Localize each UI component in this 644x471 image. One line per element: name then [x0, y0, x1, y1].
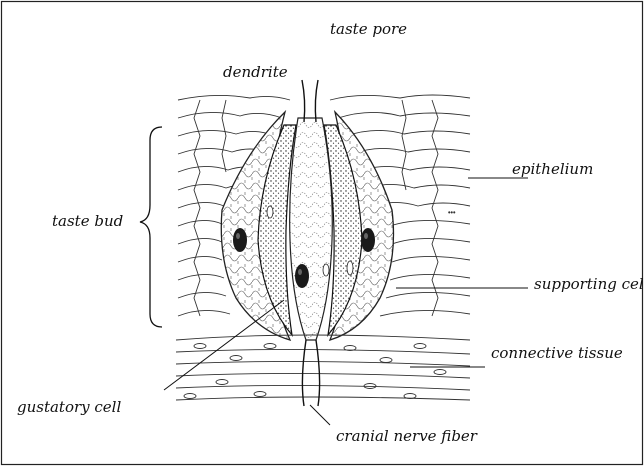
label-dendrite: dendrite — [223, 65, 288, 80]
nucleus-center — [295, 264, 309, 288]
nucleus-left — [233, 228, 247, 252]
label-taste-bud: taste bud — [52, 214, 123, 229]
label-epithelium: epithelium — [512, 162, 593, 177]
taste-bud-brace — [140, 127, 162, 327]
label-connective-tissue: connective tissue — [491, 346, 623, 361]
label-taste-pore: taste pore — [330, 22, 407, 37]
taste-pore-channel — [302, 80, 318, 122]
nucleus-right — [361, 228, 375, 252]
label-gustatory-cell: gustatory cell — [17, 400, 121, 415]
label-cranial-nerve-fiber: cranial nerve fiber — [336, 429, 477, 444]
label-supporting-cell: supporting cell — [534, 277, 644, 292]
svg-text:...: ... — [448, 205, 456, 216]
central-cell — [290, 118, 333, 340]
